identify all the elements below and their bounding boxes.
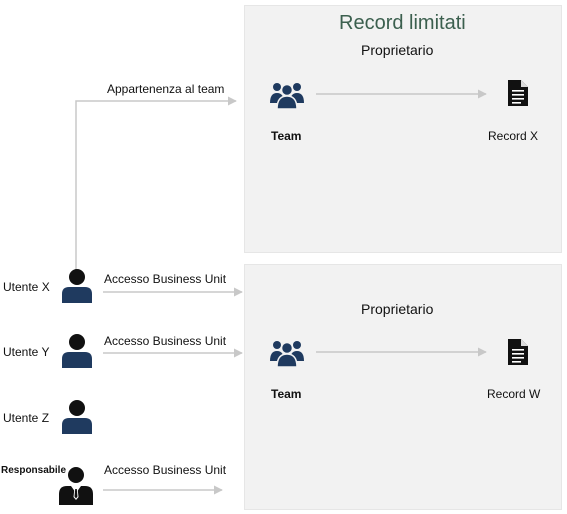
record-w-label: Record W (487, 387, 541, 401)
person-icon (62, 269, 92, 303)
team-membership-line (75, 96, 237, 270)
bu-access-manager-label: Accesso Business Unit (104, 463, 227, 477)
bu-access-y-label: Accesso Business Unit (104, 334, 227, 348)
document-icon (508, 339, 528, 365)
team-icon (270, 341, 304, 368)
person-icon (62, 400, 92, 434)
restricted-owner-label: Proprietario (361, 42, 434, 58)
restricted-team-label: Team (271, 129, 302, 143)
team-membership-label: Appartenenza al team (107, 82, 225, 96)
user-x-label: Utente X (3, 280, 50, 294)
person-icon (62, 334, 92, 368)
team-icon (270, 83, 304, 110)
business-unit-team-label: Team (271, 387, 302, 401)
business-unit-owner-label: Proprietario (361, 301, 434, 317)
business-unit-records-panel (244, 264, 562, 510)
document-icon (508, 80, 528, 106)
manager-label: Responsabile (1, 465, 67, 476)
user-y-label: Utente Y (3, 345, 50, 359)
record-x-label: Record X (488, 129, 539, 143)
user-z-label: Utente Z (3, 411, 50, 425)
manager-icon (59, 467, 93, 505)
restricted-records-panel (244, 5, 562, 253)
restricted-panel-title: Record limitati (339, 12, 466, 34)
bu-access-x-label: Accesso Business Unit (104, 272, 227, 286)
